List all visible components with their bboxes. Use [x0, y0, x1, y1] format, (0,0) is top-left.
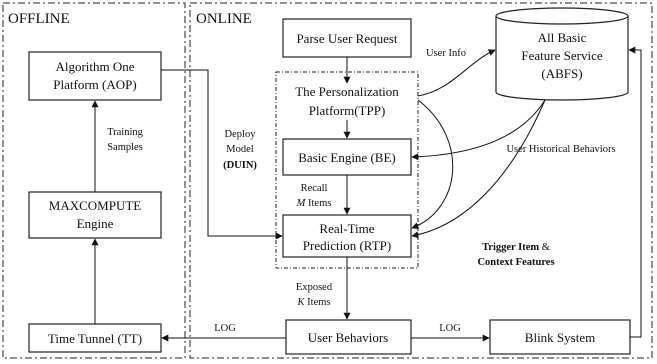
maxcompute-label-line2: Engine [77, 216, 114, 231]
trigger-amp: & [539, 242, 550, 253]
tpp-box: The Personalization Platform(TPP) [295, 84, 399, 118]
exposed-label: Exposed [296, 282, 333, 293]
tt-label: Time Tunnel (TT) [48, 331, 142, 346]
maxcompute-label-line1: MAXCOMPUTE [49, 198, 142, 213]
blink-label: Blink System [525, 330, 595, 345]
training-label-line1: Training [107, 127, 144, 138]
trigger-label: Trigger Item & [482, 242, 550, 253]
arrow-abfs-to-rtp [411, 99, 546, 239]
user-info-label: User Info [426, 48, 466, 59]
tpp-label-line1: The Personalization [295, 84, 399, 99]
abfs-label-line1: All Basic [538, 30, 587, 45]
recall-items-suffix: Items [305, 198, 331, 209]
exposed-items-label: K Items [297, 297, 331, 308]
arrow-tpp-to-rtp [411, 99, 454, 230]
tt-box: Time Tunnel (TT) [28, 323, 162, 353]
arrow-aop-to-rtp [161, 69, 283, 240]
exposed-k: K [297, 297, 306, 308]
duin-label: (DUIN) [223, 160, 257, 171]
rtp-label-line2: Prediction (RTP) [303, 238, 391, 253]
blink-box: Blink System [489, 319, 631, 355]
arrow-tpp-to-abfs [417, 49, 496, 97]
online-title: ONLINE [196, 11, 252, 27]
aop-label-line2: Platform (AOP) [53, 77, 136, 92]
deploy-label-line1: Deploy [225, 129, 257, 140]
parse-label: Parse User Request [296, 31, 397, 46]
offline-title: OFFLINE [8, 11, 70, 27]
rtp-label-line1: Real-Time [319, 221, 374, 236]
rtp-box: Real-Time Prediction (RTP) [282, 214, 412, 258]
be-label: Basic Engine (BE) [298, 150, 395, 165]
tpp-label-line2: Platform(TPP) [309, 103, 386, 118]
trigger-item: Trigger Item [482, 242, 539, 253]
abfs-label-line2: Feature Service [521, 48, 602, 63]
user-behaviors-label: User Behaviors [308, 330, 389, 345]
training-label-line2: Samples [107, 142, 143, 153]
user-hist-label: User Historical Behaviors [506, 144, 615, 155]
offline-region [2, 2, 186, 359]
arrow-abfs-to-be [411, 99, 546, 161]
log-left-label: LOG [214, 323, 236, 334]
aop-box: Algorithm One Platform (AOP) [28, 51, 162, 101]
parse-box: Parse User Request [282, 18, 412, 58]
recall-items-label: M Items [296, 198, 332, 209]
exposed-items-suffix: Items [305, 297, 331, 308]
context-features-label: Context Features [477, 257, 554, 268]
user-behaviors-box: User Behaviors [285, 319, 412, 355]
abfs-label-line3: (ABFS) [541, 66, 582, 81]
online-region [189, 2, 653, 359]
abfs-cylinder: All Basic Feature Service (ABFS) [495, 7, 629, 101]
log-right-label: LOG [439, 323, 461, 334]
be-box: Basic Engine (BE) [282, 138, 412, 176]
deploy-label-line2: Model [226, 144, 253, 155]
aop-label-line1: Algorithm One [55, 59, 134, 74]
recall-m: M [296, 198, 307, 209]
recall-label: Recall [301, 183, 328, 194]
maxcompute-box: MAXCOMPUTE Engine [28, 191, 162, 239]
arrow-blink-to-abfs [628, 46, 642, 338]
